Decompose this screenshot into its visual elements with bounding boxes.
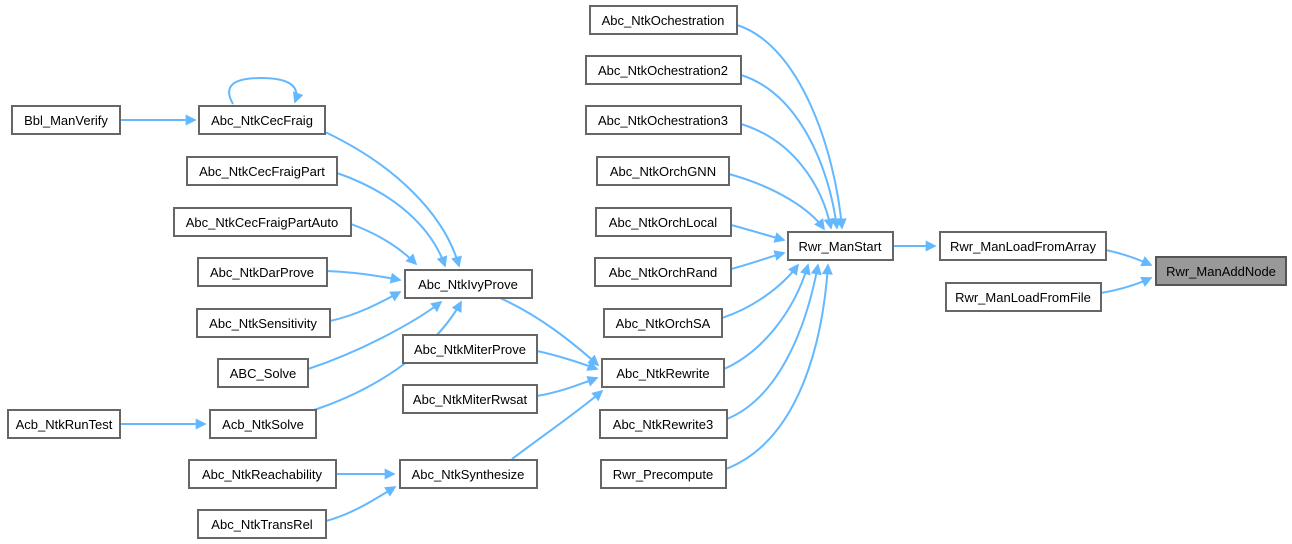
node-label[interactable]: Abc_NtkCecFraigPart: [199, 164, 325, 179]
edge-20: [730, 224, 786, 243]
node-abc-ntkdarprove[interactable]: Abc_NtkDarProve: [197, 257, 328, 287]
edge-22: [721, 263, 799, 319]
node-label[interactable]: Abc_NtkRewrite3: [613, 417, 713, 432]
edge-16: [736, 24, 847, 230]
node-abc-ntkreachability[interactable]: Abc_NtkReachability: [188, 459, 337, 489]
node-label[interactable]: Abc_NtkReachability: [202, 467, 322, 482]
node-abc-ntkmiterrwsat[interactable]: Abc_NtkMiterRwsat: [402, 384, 538, 414]
node-label[interactable]: Acb_NtkSolve: [222, 417, 304, 432]
node-layer: Bbl_ManVerify Acb_NtkRunTest Abc_NtkCecF…: [7, 5, 1287, 539]
node-label[interactable]: Abc_NtkOrchRand: [609, 265, 717, 280]
node-abc-ntkcecfraigpart[interactable]: Abc_NtkCecFraigPart: [186, 156, 338, 186]
node-label[interactable]: Rwr_Precompute: [613, 467, 713, 482]
edge-21: [730, 250, 786, 270]
node-abc-ntksynthesize[interactable]: Abc_NtkSynthesize: [399, 459, 538, 489]
node-abc-ntkrewrite[interactable]: Abc_NtkRewrite: [601, 358, 725, 388]
edge-18: [740, 123, 835, 230]
node-abc-ntkorchrand[interactable]: Abc_NtkOrchRand: [594, 257, 732, 287]
node-abc-ntkorchgnn[interactable]: Abc_NtkOrchGNN: [596, 156, 730, 186]
node-abc-ntkochestration[interactable]: Abc_NtkOchestration: [589, 5, 738, 35]
node-label[interactable]: Acb_NtkRunTest: [16, 417, 113, 432]
node-abc-ntkorchlocal[interactable]: Abc_NtkOrchLocal: [595, 207, 732, 237]
node-label[interactable]: Abc_NtkOchestration2: [598, 63, 728, 78]
edge-1: [228, 76, 304, 105]
edge-3: [336, 172, 448, 268]
edge-layer: [120, 24, 1153, 522]
node-label[interactable]: Abc_NtkCecFraigPartAuto: [186, 215, 338, 230]
node-label[interactable]: Abc_NtkCecFraig: [211, 113, 313, 128]
node-label[interactable]: Abc_NtkIvyProve: [418, 277, 518, 292]
node-label[interactable]: Abc_NtkRewrite: [616, 366, 709, 381]
edge-4: [350, 223, 418, 266]
node-abc-ntksensitivity[interactable]: Abc_NtkSensitivity: [196, 308, 331, 338]
node-abc-solve[interactable]: ABC_Solve: [217, 358, 309, 388]
node-rwr-manloadfromfile[interactable]: Rwr_ManLoadFromFile: [945, 282, 1102, 312]
node-label[interactable]: Abc_NtkDarProve: [210, 265, 314, 280]
node-label[interactable]: Abc_NtkSensitivity: [209, 316, 317, 331]
edge-10: [499, 297, 600, 367]
node-label[interactable]: Abc_NtkOchestration: [602, 13, 725, 28]
node-abc-ntkmiterprove[interactable]: Abc_NtkMiterProve: [402, 334, 538, 364]
node-label[interactable]: Abc_NtkMiterRwsat: [413, 392, 528, 407]
edge-15: [325, 486, 397, 522]
node-label[interactable]: ABC_Solve: [230, 366, 296, 381]
node-rwr-manstart[interactable]: Rwr_ManStart: [787, 231, 894, 261]
node-label: Rwr_ManAddNode: [1166, 264, 1276, 279]
edge-11: [536, 350, 599, 371]
node-label[interactable]: Abc_NtkSynthesize: [412, 467, 525, 482]
node-abc-ntkrewrite3[interactable]: Abc_NtkRewrite3: [599, 409, 728, 439]
node-label[interactable]: Abc_NtkOrchSA: [616, 316, 711, 331]
node-abc-ntkcecfraig[interactable]: Abc_NtkCecFraig: [198, 105, 326, 135]
edge-27: [1105, 249, 1153, 267]
node-label[interactable]: Rwr_ManStart: [798, 239, 881, 254]
edge-23: [723, 263, 811, 370]
edge-17: [740, 74, 842, 230]
node-abc-ntkorchsa[interactable]: Abc_NtkOrchSA: [603, 308, 723, 338]
node-rwr-precompute[interactable]: Rwr_Precompute: [600, 459, 727, 489]
node-label[interactable]: Abc_NtkOchestration3: [598, 113, 728, 128]
node-abc-ntkcecfraigpartauto[interactable]: Abc_NtkCecFraigPartAuto: [173, 207, 352, 237]
node-rwr-manaddnode: Rwr_ManAddNode: [1155, 256, 1287, 286]
node-label[interactable]: Rwr_ManLoadFromArray: [950, 239, 1096, 254]
node-rwr-manloadfromarray[interactable]: Rwr_ManLoadFromArray: [939, 231, 1107, 261]
edge-19: [728, 173, 825, 231]
node-label[interactable]: Rwr_ManLoadFromFile: [955, 290, 1091, 305]
edge-2: [324, 131, 462, 268]
node-label[interactable]: Bbl_ManVerify: [24, 113, 108, 128]
node-label[interactable]: Abc_NtkOrchGNN: [610, 164, 716, 179]
node-label[interactable]: Abc_NtkTransRel: [211, 517, 312, 532]
node-label[interactable]: Abc_NtkOrchLocal: [609, 215, 717, 230]
edge-5: [326, 270, 402, 284]
node-abc-ntkivyprove[interactable]: Abc_NtkIvyProve: [404, 269, 533, 299]
edge-12: [536, 376, 599, 397]
edge-24: [726, 263, 822, 420]
edge-25: [725, 263, 833, 470]
node-abc-ntkochestration2[interactable]: Abc_NtkOchestration2: [585, 55, 742, 85]
edge-7: [307, 300, 443, 370]
node-label[interactable]: Abc_NtkMiterProve: [414, 342, 526, 357]
node-acb-ntkruntest[interactable]: Acb_NtkRunTest: [7, 409, 121, 439]
edge-6: [329, 291, 402, 322]
edge-28: [1100, 276, 1153, 294]
node-abc-ntkochestration3[interactable]: Abc_NtkOchestration3: [585, 105, 742, 135]
node-abc-ntktransrel[interactable]: Abc_NtkTransRel: [197, 509, 327, 539]
edge-13: [511, 389, 604, 460]
node-acb-ntksolve[interactable]: Acb_NtkSolve: [209, 409, 317, 439]
node-bbl-manverify[interactable]: Bbl_ManVerify: [11, 105, 121, 135]
